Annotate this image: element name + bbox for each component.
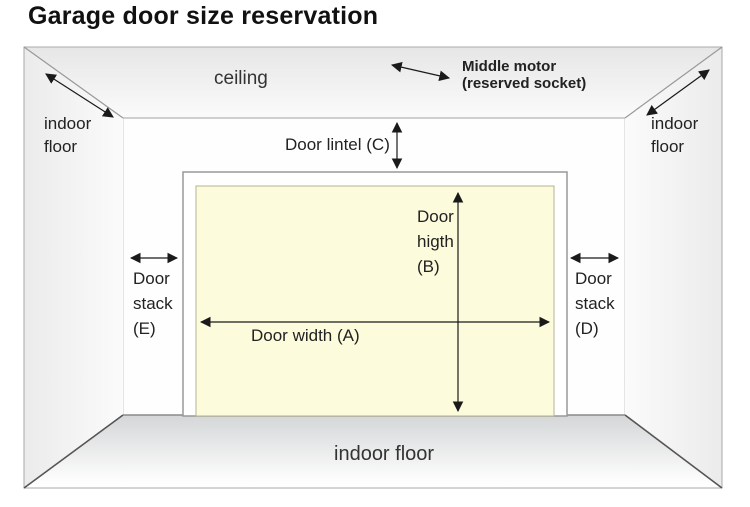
door-stack-right-line3: (D) xyxy=(575,319,599,338)
indoor-floor-left-line2: floor xyxy=(44,137,78,156)
door-stack-right-line2: stack xyxy=(575,294,615,313)
floor-surface xyxy=(24,415,722,488)
door-stack-right-line1: Door xyxy=(575,269,612,288)
ceiling-label: ceiling xyxy=(214,68,268,89)
right-wall-surface xyxy=(625,47,722,488)
indoor-floor-left-line1: indoor xyxy=(44,114,92,133)
door-width-label: Door width (A) xyxy=(251,326,360,345)
bottom-right-corner-line xyxy=(624,414,723,489)
door-stack-left-line3: (E) xyxy=(133,319,156,338)
right-floor-depth-arrow xyxy=(646,69,710,116)
indoor-floor-right-line1: indoor xyxy=(651,114,699,133)
door-height-label: Door higth (B) xyxy=(417,204,454,279)
page-title: Garage door size reservation xyxy=(28,2,379,30)
middle-motor-line1: Middle motor xyxy=(462,58,557,75)
door-stack-left-line2: stack xyxy=(133,294,173,313)
indoor-floor-right-label: indoor floor xyxy=(651,112,698,158)
door-height-line2: higth xyxy=(417,232,454,251)
left-wall-surface xyxy=(24,47,123,488)
door-stack-left-line1: Door xyxy=(133,269,170,288)
middle-motor-line2: (reserved socket) xyxy=(462,75,587,92)
left-floor-depth-arrow xyxy=(45,73,114,118)
indoor-floor-left-label: indoor floor xyxy=(44,112,91,158)
outer-frame xyxy=(23,46,723,489)
door-panel xyxy=(195,185,555,417)
middle-motor-label: Middle motor (reserved socket) xyxy=(462,58,586,92)
dimension-arrows xyxy=(45,61,710,413)
door-height-line3: (B) xyxy=(417,257,440,276)
ceiling-surface xyxy=(24,47,722,118)
middle-motor-pointer-arrow xyxy=(390,61,451,82)
door-stack-left-label: Door stack (E) xyxy=(133,266,173,341)
bottom-left-corner-line xyxy=(23,414,124,489)
indoor-floor-right-line2: floor xyxy=(651,137,685,156)
indoor-floor-bottom-label: indoor floor xyxy=(334,443,435,465)
door-height-line1: Door xyxy=(417,207,454,226)
door-stack-right-label: Door stack (D) xyxy=(575,266,615,341)
door-lintel-label: Door lintel (C) xyxy=(285,135,390,154)
